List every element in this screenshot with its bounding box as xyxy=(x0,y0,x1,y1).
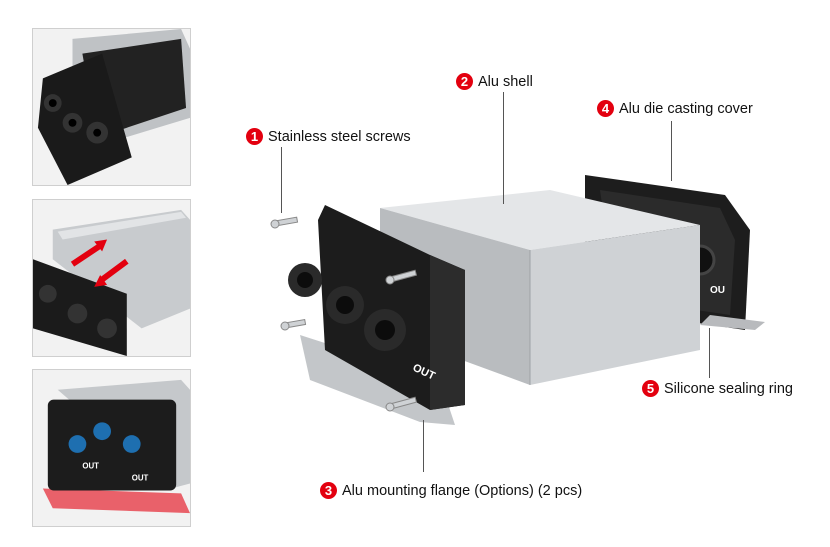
thumb-out-label: OUT xyxy=(132,474,149,483)
callout-silicone-sealing-ring: 5 Silicone sealing ring xyxy=(642,380,793,397)
leader-line-1 xyxy=(281,147,282,213)
thumbnail-assembled-top[interactable] xyxy=(32,28,191,186)
callout-number-badge: 2 xyxy=(456,73,473,90)
leader-line-3 xyxy=(423,420,424,472)
callout-number-badge: 4 xyxy=(597,100,614,117)
leader-line-2 xyxy=(503,92,504,204)
front-plate: OUT xyxy=(288,205,465,410)
leader-line-4 xyxy=(671,121,672,181)
thumbnail-image-1 xyxy=(33,29,190,185)
red-arrow-icon xyxy=(70,239,129,287)
callout-label: Stainless steel screws xyxy=(268,128,411,145)
callout-number-badge: 1 xyxy=(246,128,263,145)
exploded-enclosure-image: OU OUT xyxy=(270,175,765,425)
thumbnail-image-3: OUT OUT xyxy=(33,370,190,526)
callout-alu-die-casting-cover: 4 Alu die casting cover xyxy=(597,100,753,117)
callout-label: Alu mounting flange (Options) (2 pcs) xyxy=(342,482,583,499)
callout-label: Alu shell xyxy=(478,73,533,90)
thumbnail-slide-in[interactable] xyxy=(32,199,191,357)
callout-alu-mounting-flange: 3 Alu mounting flange (Options) (2 pcs) xyxy=(320,482,582,499)
thumbnail-image-2 xyxy=(33,200,190,356)
callout-stainless-steel-screws: 1 Stainless steel screws xyxy=(246,128,411,145)
callout-number-badge: 5 xyxy=(642,380,659,397)
callout-number-badge: 3 xyxy=(320,482,337,499)
callout-label: Silicone sealing ring xyxy=(664,380,793,397)
screws xyxy=(270,216,418,412)
cover-ou-label: OU xyxy=(710,285,725,296)
thumb-out-label: OUT xyxy=(82,462,99,471)
callout-alu-shell: 2 Alu shell xyxy=(456,73,533,90)
thumbnail-front-view[interactable]: OUT OUT xyxy=(32,369,191,527)
callout-label: Alu die casting cover xyxy=(619,100,753,117)
leader-line-5 xyxy=(709,328,710,378)
